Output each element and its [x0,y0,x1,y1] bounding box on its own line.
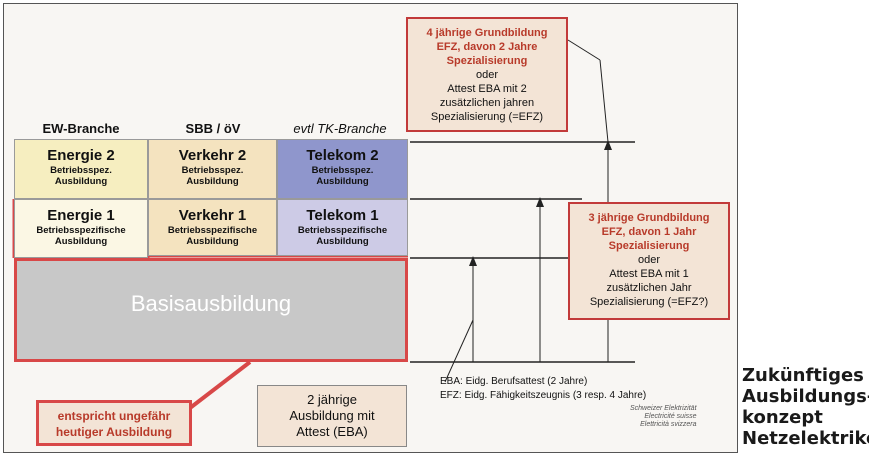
callout-line: Spezialisierung [446,55,528,67]
callout-4-year: 4 jährige Grundbildung EFZ, davon 2 Jahr… [406,17,568,132]
cell-subtitle: Betriebsspezifische Ausbildung [36,225,126,247]
note-line: entspricht ungefähr [57,409,171,423]
logo-line: Elettricità svizzera [640,421,697,428]
page-title: Zukünftiges Ausbildungs- konzept Netzele… [742,365,869,449]
title-line: Ausbildungs- [742,386,869,407]
cell-title: Energie 2 [47,147,115,164]
callout-line: oder [637,254,661,266]
cell-energie-2: Energie 2 Betriebsspez. Ausbildung [14,139,148,199]
cell-telekom-1: Telekom 1 Betriebsspezifische Ausbildung [277,199,408,256]
basisausbildung-label: Basisausbildung [130,291,292,316]
callout-line: Spezialisierung (=EFZ) [430,111,544,123]
callout-line: 4 jährige Grundbildung [426,27,548,39]
cell-title: Telekom 2 [306,147,379,164]
cell-subtitle: Betriebsspezifische Ausbildung [167,225,258,247]
column-header-tk: evtl TK-Branche [293,121,387,136]
callout-line: zusätzlichen Jahr [606,282,692,294]
note-current-training: entspricht ungefähr heutiger Ausbildung [36,400,192,446]
cell-subtitle: Betriebsspez. Ausbildung [50,165,112,187]
note-line: heutiger Ausbildung [55,425,173,439]
callout-line: 3 jährige Grundbildung [588,212,710,224]
cell-energie-1: Energie 1 Betriebsspezifische Ausbildung [14,199,148,258]
title-line: Netzelektriker. [742,428,869,449]
legend-eba: EBA: Eidg. Berufsattest (2 Jahre) [440,376,588,387]
logo-line: Electricité suisse [644,413,697,420]
cell-title: Verkehr 2 [178,147,247,164]
title-line: konzept [742,407,823,428]
basisausbildung-block: Basisausbildung [14,258,408,362]
cell-subtitle: Betriebsspez. Ausbildung [311,165,374,187]
cell-title: Telekom 1 [306,207,379,224]
cell-title: Verkehr 1 [178,207,247,224]
abbreviation-legend: EBA: Eidg. Berufsattest (2 Jahre) EFZ: E… [440,375,646,403]
callout-line: EFZ, davon 2 Jahre [436,41,538,53]
callout-line: EFZ, davon 1 Jahr [601,226,697,238]
cell-subtitle: Betriebsspezifische Ausbildung [297,225,388,247]
callout-line: zusätzlichen jahren [439,97,535,109]
cell-verkehr-1: Verkehr 1 Betriebsspezifische Ausbildung [148,199,277,256]
callout-line: Attest EBA mit 1 [609,268,689,280]
callout-line: oder [475,69,499,81]
cell-title: Energie 1 [47,207,115,224]
title-line: Zukünftiges [742,365,864,386]
callout-line: 2 jährige [307,392,357,407]
callout-2-year: 2 jährige Ausbildung mit Attest (EBA) [257,385,407,447]
column-header-sbb: SBB / öV [185,121,241,136]
cell-telekom-2: Telekom 2 Betriebsspez. Ausbildung [277,139,408,199]
callout-line: Attest (EBA) [296,424,368,439]
legend-efz: EFZ: Eidg. Fähigkeitszeugnis (3 resp. 4 … [440,390,647,401]
callout-line: Spezialisierung [608,240,690,252]
column-header-ew: EW-Branche [42,121,120,136]
cell-subtitle: Betriebsspez. Ausbildung [181,165,244,187]
callout-line: Attest EBA mit 2 [447,83,527,95]
callout-line: Ausbildung mit [289,408,375,423]
cell-verkehr-2: Verkehr 2 Betriebsspez. Ausbildung [148,139,277,199]
callout-3-year: 3 jährige Grundbildung EFZ, davon 1 Jahr… [568,202,730,320]
callout-line: Spezialisierung (=EFZ?) [589,296,709,308]
logo-line: Schweizer Elektrizität [630,405,697,412]
vse-logo: Schweizer Elektrizität Electricité suiss… [630,405,697,429]
